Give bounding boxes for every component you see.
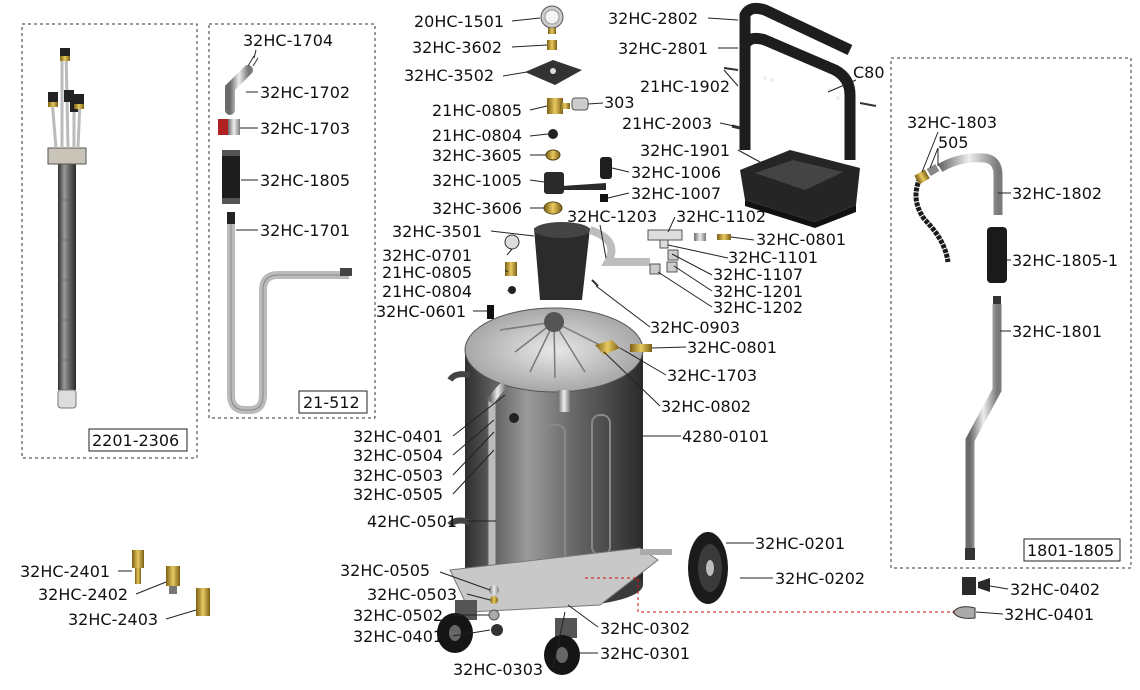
label-32HC-0801-top: 32HC-0801 xyxy=(756,230,846,249)
label-32HC-0505-lower: 32HC-0505 xyxy=(340,561,430,580)
label-32HC-1203: 32HC-1203 xyxy=(567,207,657,226)
label-4280-0101: 4280-0101 xyxy=(682,427,769,446)
caster-right xyxy=(544,618,580,675)
label-32HC-0903: 32HC-0903 xyxy=(650,318,740,337)
label-32HC-1102: 32HC-1102 xyxy=(676,207,766,226)
hose-route-indicator xyxy=(585,577,955,613)
label-32HC-1805-1: 32HC-1805-1 xyxy=(1012,251,1118,270)
label-21HC-2003: 21HC-2003 xyxy=(622,114,712,133)
label-32HC-3501: 32HC-3501 xyxy=(392,222,482,241)
label-32HC-2802: 32HC-2802 xyxy=(608,9,698,28)
label-32HC-2403: 32HC-2403 xyxy=(68,610,158,629)
label-21HC-0805-lower: 21HC-0805 xyxy=(382,263,472,282)
label-32HC-1701: 32HC-1701 xyxy=(260,221,350,240)
label-32HC-0401-lower: 32HC-0401 xyxy=(353,627,443,646)
label-32HC-1805: 32HC-1805 xyxy=(260,171,350,190)
label-32HC-1901: 32HC-1901 xyxy=(640,141,730,160)
top-fittings xyxy=(525,5,612,215)
label-32HC-0801-mid: 32HC-0801 xyxy=(687,338,777,357)
handle-assembly xyxy=(723,2,877,160)
label-32HC-2402: 32HC-2402 xyxy=(38,585,128,604)
label-32HC-0303: 32HC-0303 xyxy=(453,660,543,679)
label-32HC-1703-tank: 32HC-1703 xyxy=(667,366,757,385)
label-32HC-0503-upper: 32HC-0503 xyxy=(353,466,443,485)
label-32HC-1005: 32HC-1005 xyxy=(432,171,522,190)
hose-fittings-0402-0401 xyxy=(952,577,990,619)
right-fittings xyxy=(591,229,731,287)
kit-2201-2306: 2201-2306 xyxy=(21,23,198,459)
label-32HC-3605: 32HC-3605 xyxy=(432,146,522,165)
label-505: 505 xyxy=(938,133,969,152)
base-and-wheels xyxy=(437,532,728,675)
label-21HC-0805: 21HC-0805 xyxy=(432,101,522,120)
label-21HC-0804-lower: 21HC-0804 xyxy=(382,282,472,301)
part-labels: 20HC-1501 32HC-3602 32HC-3502 21HC-0805 … xyxy=(20,9,1118,679)
label-32HC-0503-lower: 32HC-0503 xyxy=(367,585,457,604)
label-20HC-1501: 20HC-1501 xyxy=(414,12,504,31)
label-32HC-1704: 32HC-1704 xyxy=(243,31,333,50)
label-32HC-0302: 32HC-0302 xyxy=(600,619,690,638)
label-32HC-0402: 32HC-0402 xyxy=(1010,580,1100,599)
left-fittings xyxy=(487,234,520,319)
label-32HC-1202: 32HC-1202 xyxy=(713,298,803,317)
label-32HC-2401: 32HC-2401 xyxy=(20,562,110,581)
kit-label-2201-2306: 2201-2306 xyxy=(92,431,179,450)
kit-1801-1805: 1801-1805 xyxy=(890,57,1132,569)
label-32HC-0601: 32HC-0601 xyxy=(376,302,466,321)
label-32HC-0401-upper: 32HC-0401 xyxy=(353,427,443,446)
label-32HC-0701: 32HC-0701 xyxy=(382,246,472,265)
label-32HC-0802: 32HC-0802 xyxy=(661,397,751,416)
label-32HC-1201: 32HC-1201 xyxy=(713,282,803,301)
leader-lines xyxy=(118,17,1011,669)
label-303: 303 xyxy=(604,93,635,112)
label-32HC-0301: 32HC-0301 xyxy=(600,644,690,663)
label-32HC-1006: 32HC-1006 xyxy=(631,163,721,182)
kit-label-1801-1805: 1801-1805 xyxy=(1027,541,1114,560)
label-21HC-0804: 21HC-0804 xyxy=(432,126,522,145)
label-32HC-0202: 32HC-0202 xyxy=(775,569,865,588)
label-32HC-3602: 32HC-3602 xyxy=(412,38,502,57)
label-32HC-3606: 32HC-3606 xyxy=(432,199,522,218)
label-32HC-0505-upper: 32HC-0505 xyxy=(353,485,443,504)
label-32HC-1803: 32HC-1803 xyxy=(907,113,997,132)
label-32HC-1007: 32HC-1007 xyxy=(631,184,721,203)
label-32HC-1101: 32HC-1101 xyxy=(728,248,818,267)
label-32HC-2801: 32HC-2801 xyxy=(618,39,708,58)
label-32HC-0201: 32HC-0201 xyxy=(755,534,845,553)
label-32HC-0504: 32HC-0504 xyxy=(353,446,443,465)
label-32HC-3502: 32HC-3502 xyxy=(404,66,494,85)
label-42HC-0501: 42HC-0501 xyxy=(367,512,457,531)
label-21HC-1902: 21HC-1902 xyxy=(640,77,730,96)
label-32HC-1801: 32HC-1801 xyxy=(1012,322,1102,341)
label-32HC-0502: 32HC-0502 xyxy=(353,606,443,625)
kit-21-512: 21-512 xyxy=(208,23,376,419)
loose-fittings-2401-2403 xyxy=(132,550,210,616)
label-32HC-0401-hose: 32HC-0401 xyxy=(1004,605,1094,624)
housing-32HC-3501 xyxy=(534,222,650,300)
tray-32HC-1901 xyxy=(740,150,860,228)
label-C80: C80 xyxy=(853,63,885,82)
label-32HC-1702: 32HC-1702 xyxy=(260,83,350,102)
label-32HC-1703-kit: 32HC-1703 xyxy=(260,119,350,138)
label-32HC-1802: 32HC-1802 xyxy=(1012,184,1102,203)
kit-label-21-512: 21-512 xyxy=(303,393,360,412)
label-32HC-1107: 32HC-1107 xyxy=(713,265,803,284)
